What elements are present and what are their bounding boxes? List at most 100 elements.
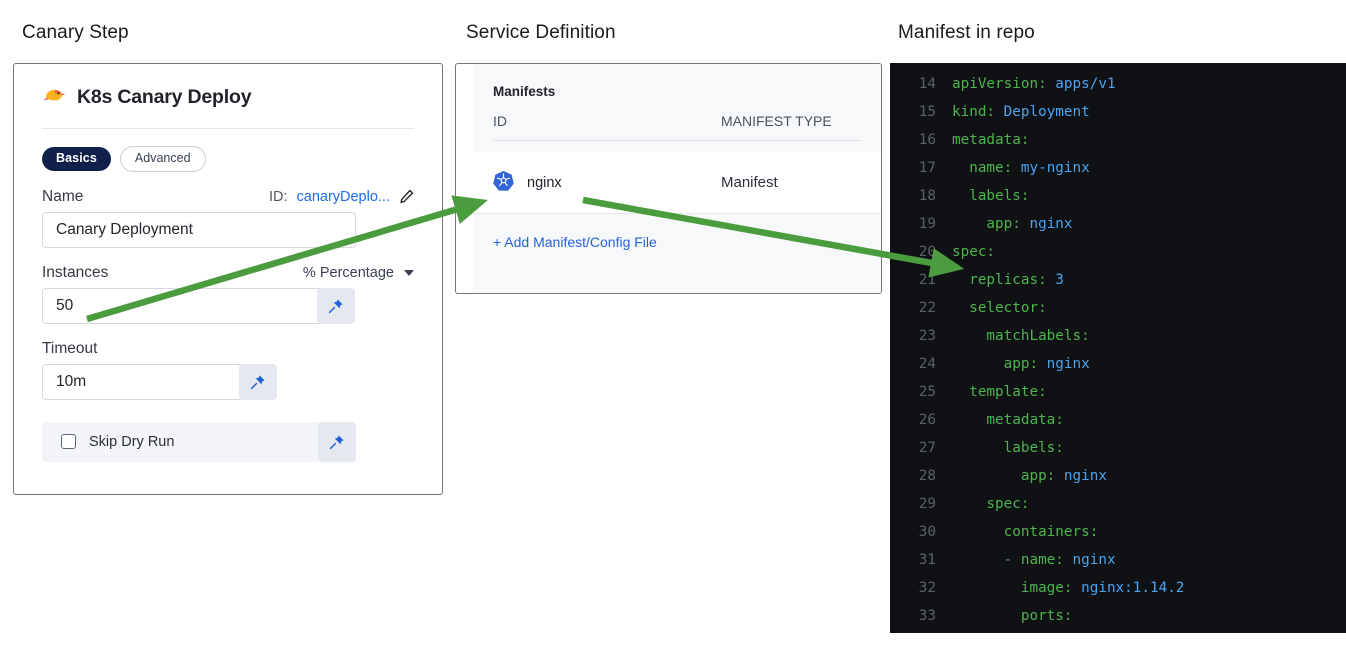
- code-line: 24 app: nginx: [890, 350, 1346, 378]
- code-text: app: nginx: [952, 468, 1107, 484]
- code-text: spec:: [952, 496, 1030, 512]
- caption-canary-step: Canary Step: [22, 22, 129, 43]
- skip-dry-run-row[interactable]: Skip Dry Run: [42, 421, 356, 462]
- line-number: 28: [918, 468, 936, 484]
- code-text: - containerPort: 80: [952, 630, 1184, 633]
- column-header-id: ID: [493, 113, 507, 129]
- canary-step-card: K8s Canary Deploy Basics Advanced Name I…: [13, 63, 443, 495]
- manifests-section: Manifests ID MANIFEST TYPE: [473, 64, 881, 293]
- code-line: 22 selector:: [890, 294, 1346, 322]
- pin-icon-instances[interactable]: [317, 287, 355, 324]
- canary-form: Name ID: canaryDeplo... Canary Deploymen…: [14, 187, 442, 462]
- code-text: template:: [952, 384, 1047, 400]
- manifest-id-cell: nginx: [493, 170, 721, 196]
- code-text: metadata:: [952, 412, 1064, 428]
- chevron-down-icon[interactable]: [404, 269, 414, 276]
- manifests-table-header: ID MANIFEST TYPE: [473, 99, 881, 129]
- pin-icon-timeout[interactable]: [239, 363, 277, 400]
- code-text: ports:: [952, 608, 1073, 624]
- add-manifest-link[interactable]: + Add Manifest/Config File: [493, 234, 657, 250]
- line-number: 16: [918, 132, 936, 148]
- code-text: - name: nginx: [952, 552, 1116, 568]
- line-number: 33: [918, 608, 936, 624]
- name-input[interactable]: Canary Deployment: [42, 211, 356, 248]
- manifest-type-text: Manifest: [721, 174, 778, 191]
- line-number: 15: [918, 104, 936, 120]
- field-instances: Instances % Percentage 50: [42, 263, 414, 324]
- skip-dry-run-checkbox[interactable]: [61, 434, 76, 449]
- line-number: 26: [918, 412, 936, 428]
- code-line: 34 - containerPort: 80: [890, 630, 1346, 633]
- code-text: app: nginx: [952, 356, 1090, 372]
- code-text: selector:: [952, 300, 1047, 316]
- code-line: 14 apiVersion: apps/v1: [890, 70, 1346, 98]
- line-number: 30: [918, 524, 936, 540]
- column-header-type: MANIFEST TYPE: [721, 113, 832, 129]
- instances-unit-value: % Percentage: [302, 264, 394, 281]
- instances-unit-select[interactable]: % Percentage: [303, 265, 414, 281]
- caption-service-definition: Service Definition: [466, 22, 616, 43]
- tab-advanced[interactable]: Advanced: [119, 146, 206, 172]
- instances-input[interactable]: 50: [42, 287, 320, 324]
- code-text: image: nginx:1.14.2: [952, 580, 1185, 596]
- code-line: 32 image: nginx:1.14.2: [890, 574, 1346, 602]
- table-row[interactable]: nginx Manifest: [473, 152, 881, 214]
- canary-step-title: K8s Canary Deploy: [77, 86, 252, 108]
- code-line: 31 - name: nginx: [890, 546, 1346, 574]
- line-number: 25: [918, 384, 936, 400]
- line-number: 20: [918, 244, 936, 260]
- code-text: apiVersion: apps/v1: [952, 76, 1116, 92]
- canary-tabs: Basics Advanced: [14, 129, 442, 172]
- code-text: labels:: [952, 440, 1064, 456]
- code-text: spec:: [952, 244, 996, 260]
- manifest-id-text: nginx: [527, 174, 562, 191]
- caption-manifest-in-repo: Manifest in repo: [898, 22, 1035, 43]
- field-timeout: Timeout 10m: [42, 339, 414, 400]
- line-number: 14: [918, 76, 936, 92]
- step-id-prefix: ID:: [268, 188, 288, 205]
- code-text: app: nginx: [952, 216, 1073, 232]
- line-number: 22: [918, 300, 936, 316]
- timeout-input[interactable]: 10m: [42, 363, 242, 400]
- line-number: 34: [890, 630, 952, 633]
- code-line: 26 metadata:: [890, 406, 1346, 434]
- step-id-group[interactable]: ID: canaryDeplo...: [269, 189, 414, 205]
- header-divider: [42, 128, 414, 129]
- code-line: 18 labels:: [890, 182, 1346, 210]
- step-id-value[interactable]: canaryDeplo...: [296, 188, 391, 205]
- line-number: 23: [918, 328, 936, 344]
- code-text: matchLabels:: [952, 328, 1090, 344]
- line-number: 18: [918, 188, 936, 204]
- label-timeout: Timeout: [42, 339, 98, 357]
- pin-icon-skip-dry-run[interactable]: [318, 421, 356, 462]
- field-name: Name ID: canaryDeplo... Canary Deploymen…: [42, 187, 414, 248]
- line-number: 27: [918, 440, 936, 456]
- code-line: 23 matchLabels:: [890, 322, 1346, 350]
- code-line: 17 name: my-nginx: [890, 154, 1346, 182]
- code-line: 19 app: nginx: [890, 210, 1346, 238]
- table-header-divider: [493, 140, 861, 141]
- code-text: labels:: [952, 188, 1030, 204]
- line-number: 21: [918, 272, 936, 288]
- line-number: 31: [918, 552, 936, 568]
- kubernetes-icon: [493, 170, 514, 196]
- code-text: metadata:: [952, 132, 1030, 148]
- tab-basics[interactable]: Basics: [42, 147, 111, 171]
- code-line: 20 spec:: [890, 238, 1346, 266]
- pencil-icon[interactable]: [399, 189, 414, 204]
- code-text: name: my-nginx: [952, 160, 1090, 176]
- code-line: 25 template:: [890, 378, 1346, 406]
- line-number: 17: [918, 160, 936, 176]
- manifests-title: Manifests: [493, 84, 556, 99]
- skip-dry-run-label: Skip Dry Run: [89, 433, 175, 450]
- code-text: containers:: [952, 524, 1099, 540]
- line-number: 24: [918, 356, 936, 372]
- code-line: 33 ports:: [890, 602, 1346, 630]
- code-line: 16 metadata:: [890, 126, 1346, 154]
- label-instances: Instances: [42, 263, 109, 281]
- label-name: Name: [42, 187, 84, 205]
